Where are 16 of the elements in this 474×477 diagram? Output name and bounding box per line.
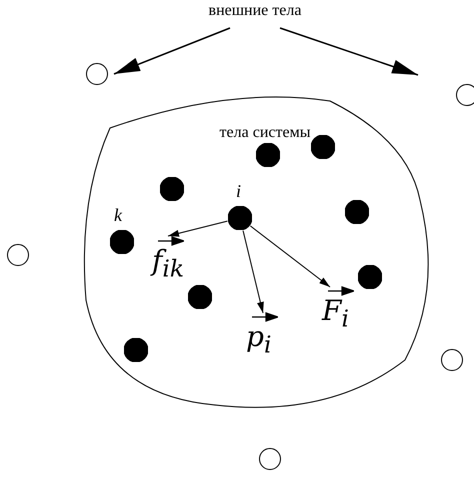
arrow: [250, 225, 330, 288]
arrow: [242, 230, 264, 314]
vector-label: F$_{i}$: [322, 296, 349, 334]
body-label: i: [236, 182, 242, 200]
arrow: [114, 27, 230, 75]
caption-text: внешние тела: [208, 2, 302, 19]
vector-label: p$_{i}$: [246, 322, 272, 360]
arrow: [280, 27, 418, 76]
group-label: тела системы: [220, 124, 310, 142]
body-label: k: [114, 206, 122, 224]
external-body-circle: [441, 349, 463, 371]
vector-label: f$_{ik}$: [152, 246, 184, 284]
external-body-circle: [86, 63, 108, 85]
external-body-circle: [7, 244, 29, 266]
external-body-circle: [259, 448, 281, 470]
arrow: [168, 220, 228, 237]
